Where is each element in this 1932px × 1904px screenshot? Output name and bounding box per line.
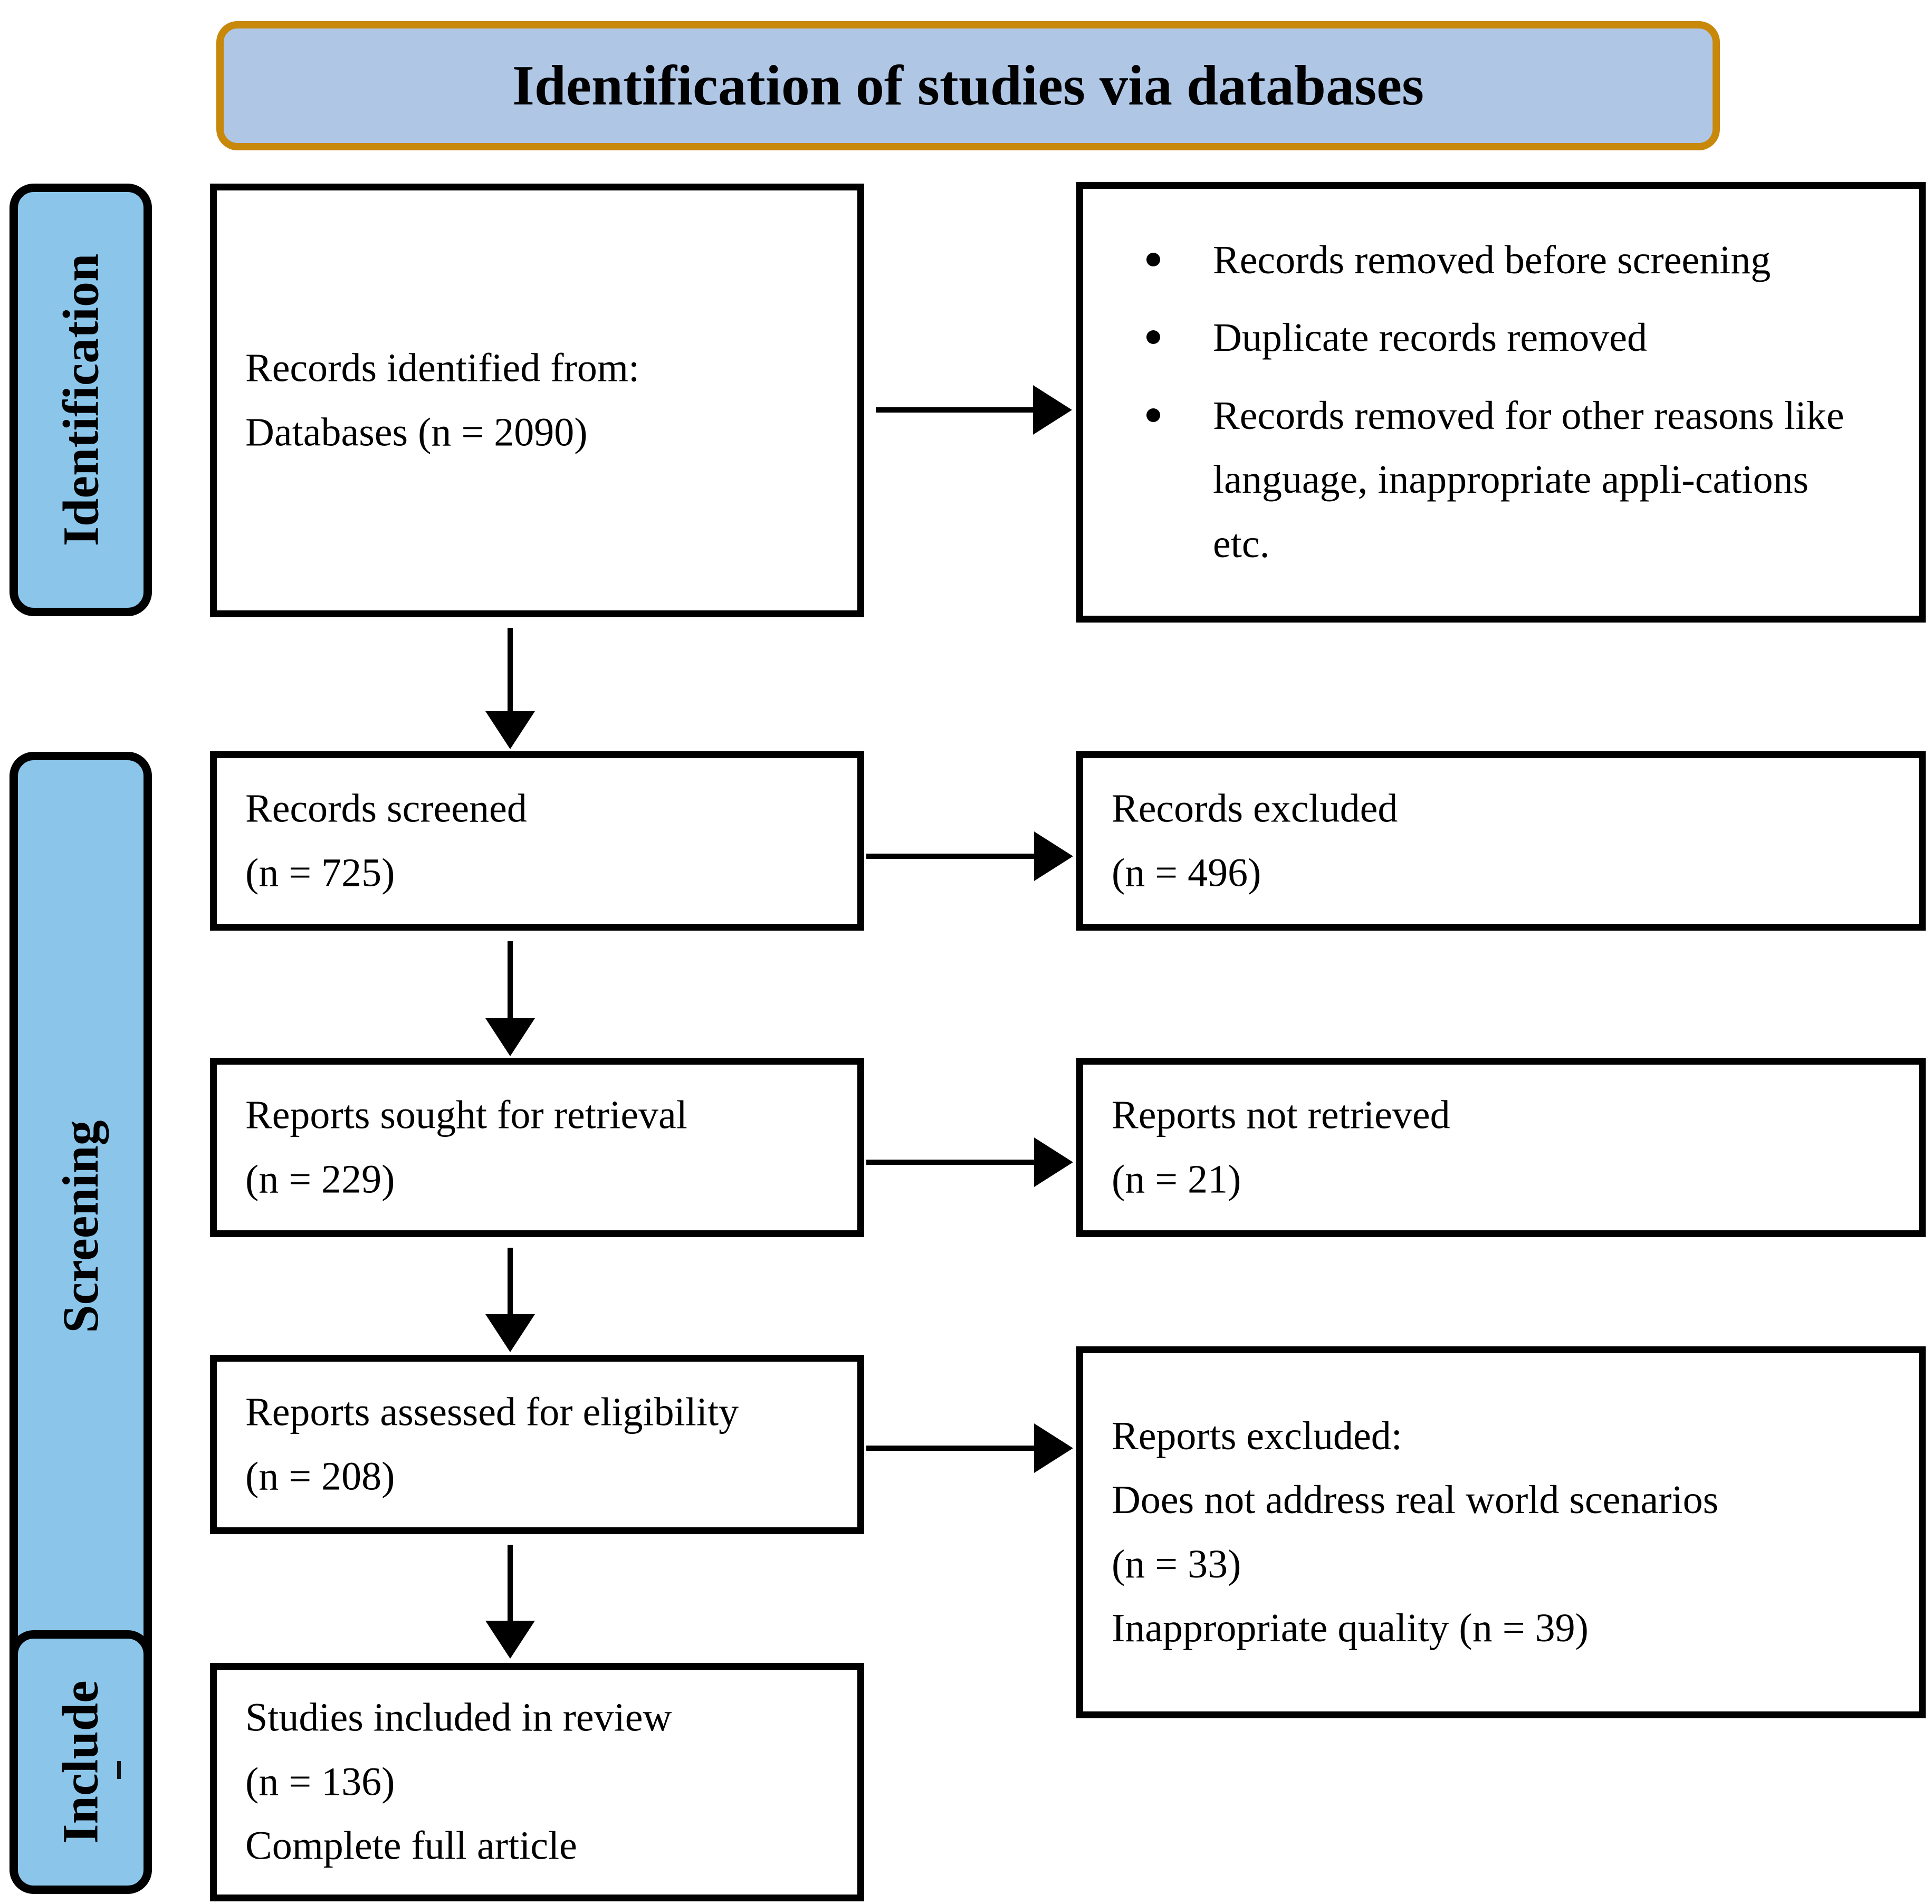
reports-assessed-line-1: Reports assessed for eligibility	[245, 1390, 739, 1434]
box-text: Records excluded (n = 496)	[1112, 777, 1903, 905]
arrow-assessed-to-included	[485, 1545, 535, 1659]
records-identified-line-1: Records identified from:	[245, 346, 640, 390]
reports-not-retrieved-line-2: (n = 21)	[1112, 1157, 1241, 1201]
studies-included-line-1: Studies included in review	[245, 1695, 672, 1740]
arrow-sought-to-assessed	[485, 1248, 535, 1352]
records-removed-list: Records removed before screening Duplica…	[1146, 228, 1887, 577]
records-identified-line-2: Databases (n = 2090)	[245, 410, 588, 454]
studies-included-line-2: (n = 136)	[245, 1759, 395, 1804]
arrow-screened-to-excluded	[866, 831, 1073, 881]
page-title: Identification of studies via databases	[512, 54, 1424, 117]
box-text: Records screened (n = 725)	[245, 777, 841, 905]
box-text: Reports assessed for eligibility (n = 20…	[245, 1380, 841, 1508]
box-text: Reports excluded: Does not address real …	[1112, 1404, 1903, 1660]
reports-excluded-line-4: Inappropriate quality (n = 39)	[1112, 1606, 1589, 1651]
stage-rail-screening: Screening	[9, 752, 152, 1701]
box-text: Reports sought for retrieval (n = 229)	[245, 1083, 841, 1211]
reports-excluded-line-3: (n = 33)	[1112, 1542, 1241, 1586]
tick-mark	[117, 1761, 121, 1779]
box-records-screened: Records screened (n = 725)	[210, 751, 864, 931]
box-reports-not-retrieved: Reports not retrieved (n = 21)	[1076, 1058, 1926, 1237]
stage-rail-identification: Identification	[9, 184, 152, 616]
list-item: Duplicate records removed	[1146, 306, 1887, 370]
records-removed-bullet-1: Records removed before screening	[1213, 237, 1771, 282]
reports-excluded-line-2: Does not address real world scenarios	[1112, 1477, 1719, 1522]
diagram-title-banner: Identification of studies via databases	[216, 21, 1720, 150]
box-studies-included: Studies included in review (n = 136) Com…	[210, 1663, 864, 1901]
bullet-dot-icon	[1146, 408, 1160, 422]
box-records-removed: Records removed before screening Duplica…	[1076, 182, 1926, 623]
studies-included-line-3: Complete full article	[245, 1823, 577, 1868]
box-text: Reports not retrieved (n = 21)	[1112, 1083, 1903, 1211]
stage-rail-label-identification: Identification	[52, 253, 109, 547]
box-reports-assessed: Reports assessed for eligibility (n = 20…	[210, 1355, 864, 1534]
arrow-identified-to-screened	[485, 628, 535, 749]
records-screened-line-1: Records screened	[245, 786, 527, 831]
box-text: Studies included in review (n = 136) Com…	[245, 1686, 841, 1879]
stage-rail-include: Include	[9, 1630, 152, 1894]
records-excluded-line-1: Records excluded	[1112, 786, 1398, 831]
stage-rail-label-screening: Screening	[52, 1120, 109, 1333]
reports-sought-line-1: Reports sought for retrieval	[245, 1093, 687, 1137]
records-removed-bullet-2: Duplicate records removed	[1213, 315, 1647, 360]
arrow-sought-to-not-retrieved	[866, 1137, 1073, 1187]
list-item: Records removed for other reasons like l…	[1146, 384, 1887, 577]
stage-rail-label-include: Include	[52, 1680, 109, 1844]
records-screened-line-2: (n = 725)	[245, 850, 395, 895]
box-text: Records identified from: Databases (n = …	[245, 336, 841, 464]
box-records-identified: Records identified from: Databases (n = …	[210, 184, 864, 617]
list-item: Records removed before screening	[1146, 228, 1887, 293]
bullet-dot-icon	[1146, 330, 1160, 345]
arrow-screened-to-sought	[485, 941, 535, 1056]
reports-not-retrieved-line-1: Reports not retrieved	[1112, 1093, 1450, 1137]
arrow-identified-to-removed	[876, 385, 1072, 435]
reports-sought-line-2: (n = 229)	[245, 1157, 395, 1201]
box-records-excluded: Records excluded (n = 496)	[1076, 751, 1926, 931]
reports-excluded-line-1: Reports excluded:	[1112, 1413, 1402, 1458]
box-reports-excluded: Reports excluded: Does not address real …	[1076, 1346, 1926, 1718]
bullet-dot-icon	[1146, 252, 1160, 266]
records-removed-bullet-3: Records removed for other reasons like l…	[1213, 393, 1844, 566]
box-reports-sought: Reports sought for retrieval (n = 229)	[210, 1058, 864, 1237]
records-excluded-line-2: (n = 496)	[1112, 850, 1261, 895]
reports-assessed-line-2: (n = 208)	[245, 1454, 395, 1498]
arrow-assessed-to-reports-excluded	[866, 1423, 1073, 1473]
